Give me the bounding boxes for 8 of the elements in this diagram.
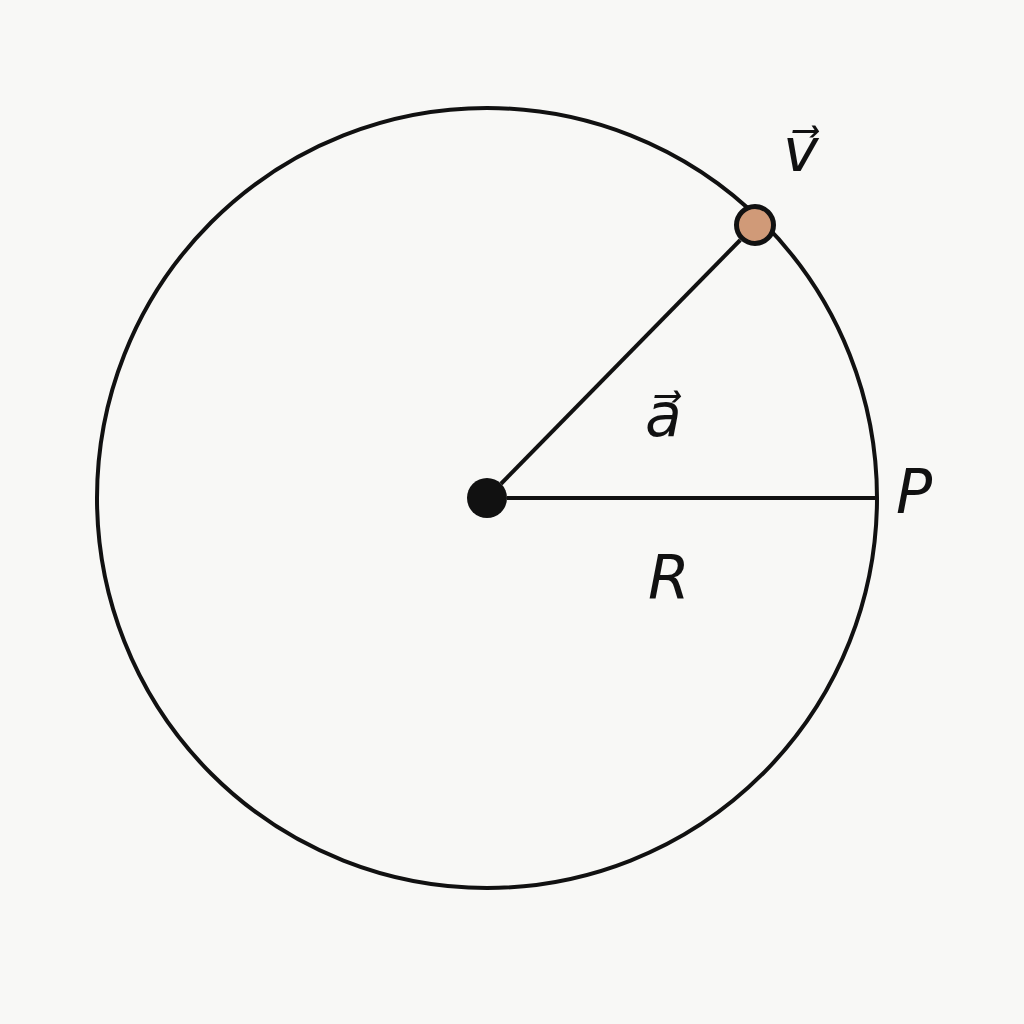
edge-label: R	[648, 548, 690, 608]
velocity-label: v⃗	[783, 120, 819, 180]
particle	[734, 204, 776, 246]
acceleration-label: a⃗	[645, 385, 682, 445]
center-dot	[467, 478, 507, 518]
point-label-text: P	[896, 457, 933, 527]
radius-line	[507, 496, 878, 500]
radius-line	[499, 238, 742, 486]
